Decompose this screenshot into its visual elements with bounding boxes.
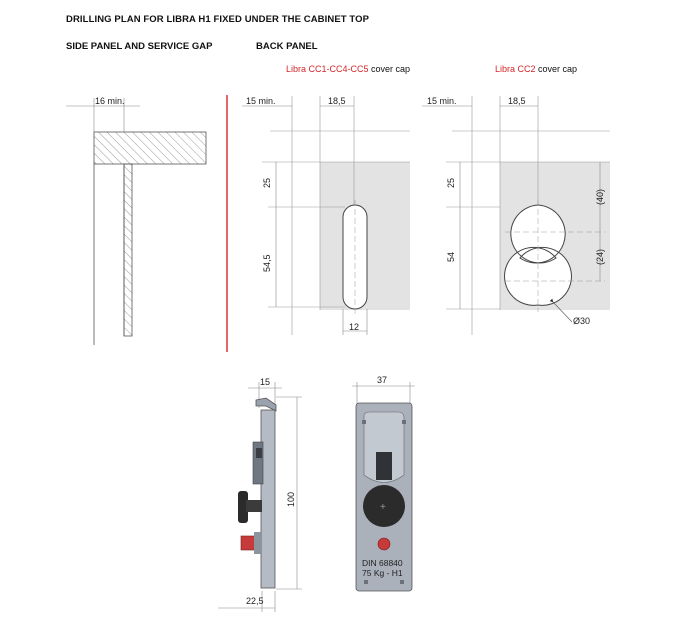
dim-right-height: 54	[446, 252, 456, 262]
back-panel-cc1-drawing: 15 min. 18,5 25 54,5 12	[242, 96, 410, 335]
front-housing	[363, 411, 405, 483]
dim-right-dia: Ø30	[573, 316, 590, 326]
dim-right-24: (24)	[595, 249, 605, 265]
dim-left-top: 25	[262, 178, 272, 188]
dim-device-base: 22,5	[246, 596, 264, 606]
red-cam-front	[377, 537, 391, 551]
plate-line-1: DIN 68840	[362, 558, 403, 568]
dim-left-slot: 54,5	[262, 254, 272, 272]
side-panel-drawing: 16 min.	[66, 96, 207, 345]
dim-right-min: 15 min.	[427, 96, 457, 106]
caption-cc2-rest: cover cap	[535, 64, 578, 74]
dim-right-40: (40)	[595, 189, 605, 205]
side-bracket-top	[255, 397, 277, 412]
red-cam-side	[240, 535, 257, 551]
dim-device-width: 37	[377, 375, 387, 385]
device-front-view: 37 + DIN 68840 75 Kg - H1	[352, 375, 415, 592]
adjust-knob-front	[363, 485, 405, 527]
back-panel-heading: BACK PANEL	[256, 41, 318, 52]
dim-device-height: 100	[286, 492, 296, 507]
dim-left-min: 15 min.	[246, 96, 276, 106]
caption-cc1-name: Libra CC1-CC4-CC5	[286, 64, 369, 74]
cabinet-top-section	[93, 131, 207, 165]
caption-cc2-name: Libra CC2	[495, 64, 536, 74]
plate-line-2: 75 Kg - H1	[362, 568, 403, 578]
dim-device-depth: 15	[260, 377, 270, 387]
dim-right-top: 25	[446, 178, 456, 188]
dim-side-gap: 16 min.	[95, 96, 125, 106]
dim-left-width: 12	[349, 322, 359, 332]
back-panel-cc2-drawing: 15 min. 18,5 25 54 (40) (24) Ø30	[422, 96, 610, 335]
adjust-knob-side	[238, 491, 248, 523]
front-latch	[376, 452, 392, 480]
side-panel-heading: SIDE PANEL AND SERVICE GAP	[66, 41, 213, 52]
caption-cc1-cc4-cc5: Libra CC1-CC4-CC5 cover cap	[286, 64, 410, 74]
caption-cc2: Libra CC2 cover cap	[495, 64, 577, 74]
device-side-view: 15 100 22,5	[218, 377, 302, 612]
dim-right-offset: 18,5	[508, 96, 526, 106]
page-title: DRILLING PLAN FOR LIBRA H1 FIXED UNDER T…	[66, 14, 370, 25]
side-panel-section	[123, 163, 133, 337]
dim-left-offset: 18,5	[328, 96, 346, 106]
side-body	[260, 409, 276, 589]
cross-icon: +	[380, 502, 386, 513]
caption-cc1-rest: cover cap	[368, 64, 411, 74]
